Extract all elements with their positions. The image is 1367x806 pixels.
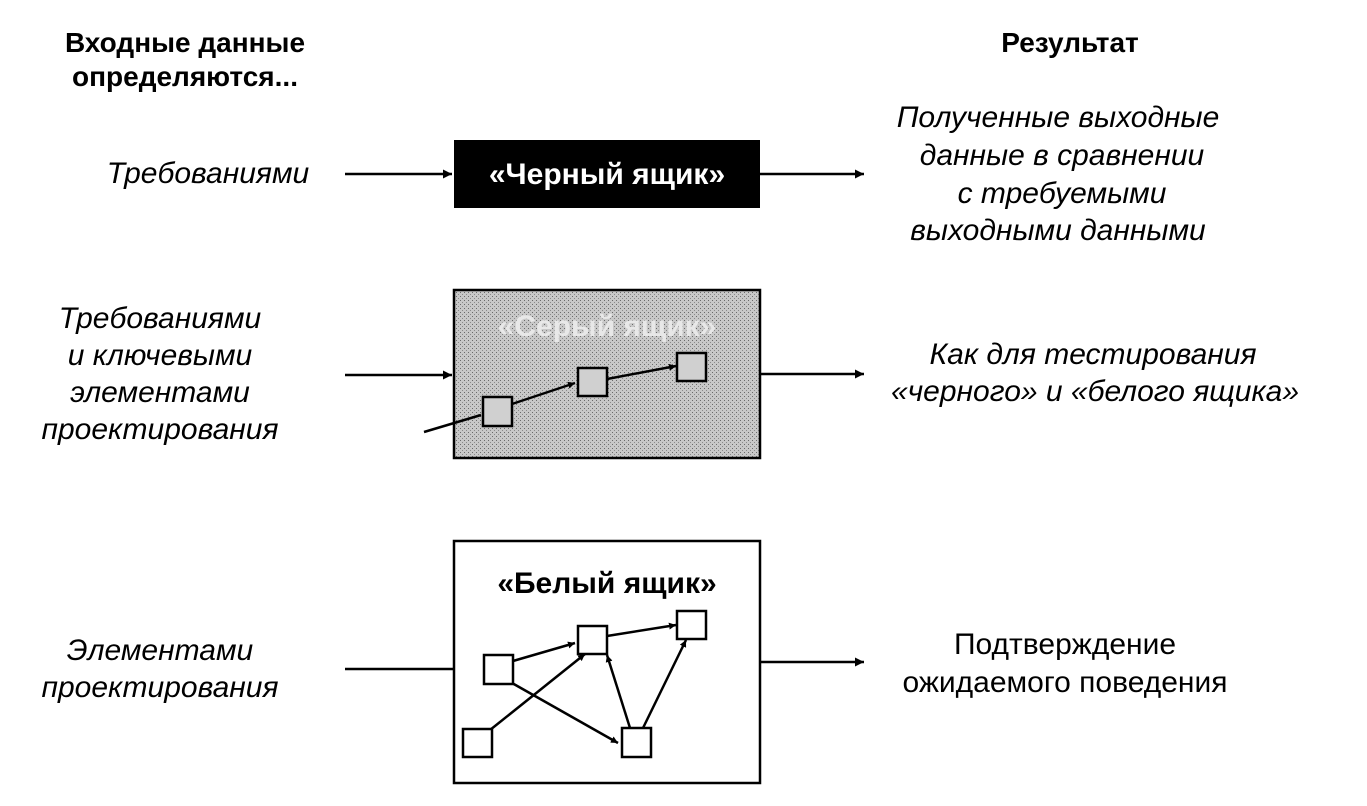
gray-node-1 [481,395,514,428]
white-arrow-e-c [641,639,688,729]
white-arrow-a-b [512,641,576,663]
gray-input-line3: элементами [70,376,250,409]
gray-node-2 [576,366,609,398]
black-result-line4: выходными данными [910,214,1206,247]
gray-inner-arrow-2 [606,363,677,381]
white-node-b [576,624,609,656]
white-input-line1: Элементами [67,634,254,667]
gray-input-line4: проектирования [41,413,278,446]
white-node-c [675,609,708,641]
header-input-line1: Входные данные [65,27,305,58]
gray-input-line1: Требованиями [59,302,262,335]
white-node-a [482,653,515,686]
white-node-e [620,726,653,759]
white-arrow-e-b [605,654,632,729]
black-box-label: «Черный ящик» [489,158,725,191]
white-input-line2: проектирования [41,671,278,704]
gray-box [452,288,762,460]
gray-node-3 [675,351,708,383]
gray-inner-input-line [423,413,482,434]
black-result-line1: Полученные выходные [897,101,1220,134]
white-box-label: «Белый ящик» [497,567,716,600]
gray-result-line2: «черного» и «белого ящика» [891,375,1299,408]
gray-box-label: «Серый ящик» [498,310,717,343]
black-result-line2: данные в сравнении [920,139,1205,172]
white-result-line1: Подтверждение [954,628,1176,661]
white-arrow-a-e [511,681,619,745]
black-box [454,140,760,208]
black-input-text: Требованиями [107,157,310,190]
white-result-line2: ожидаемого поведения [903,666,1228,699]
header-result: Результат [1001,27,1139,58]
header-input-line2: определяются... [72,61,298,92]
gray-inner-arrow-1 [511,381,576,406]
white-arrow-d-b [489,653,586,731]
gray-input-line2: и ключевыми [68,339,253,372]
black-result-line3: с требуемыми [958,177,1167,210]
gray-result-line1: Как для тестирования [929,338,1256,371]
white-arrow-b-c [606,622,677,638]
white-node-d [461,727,494,759]
